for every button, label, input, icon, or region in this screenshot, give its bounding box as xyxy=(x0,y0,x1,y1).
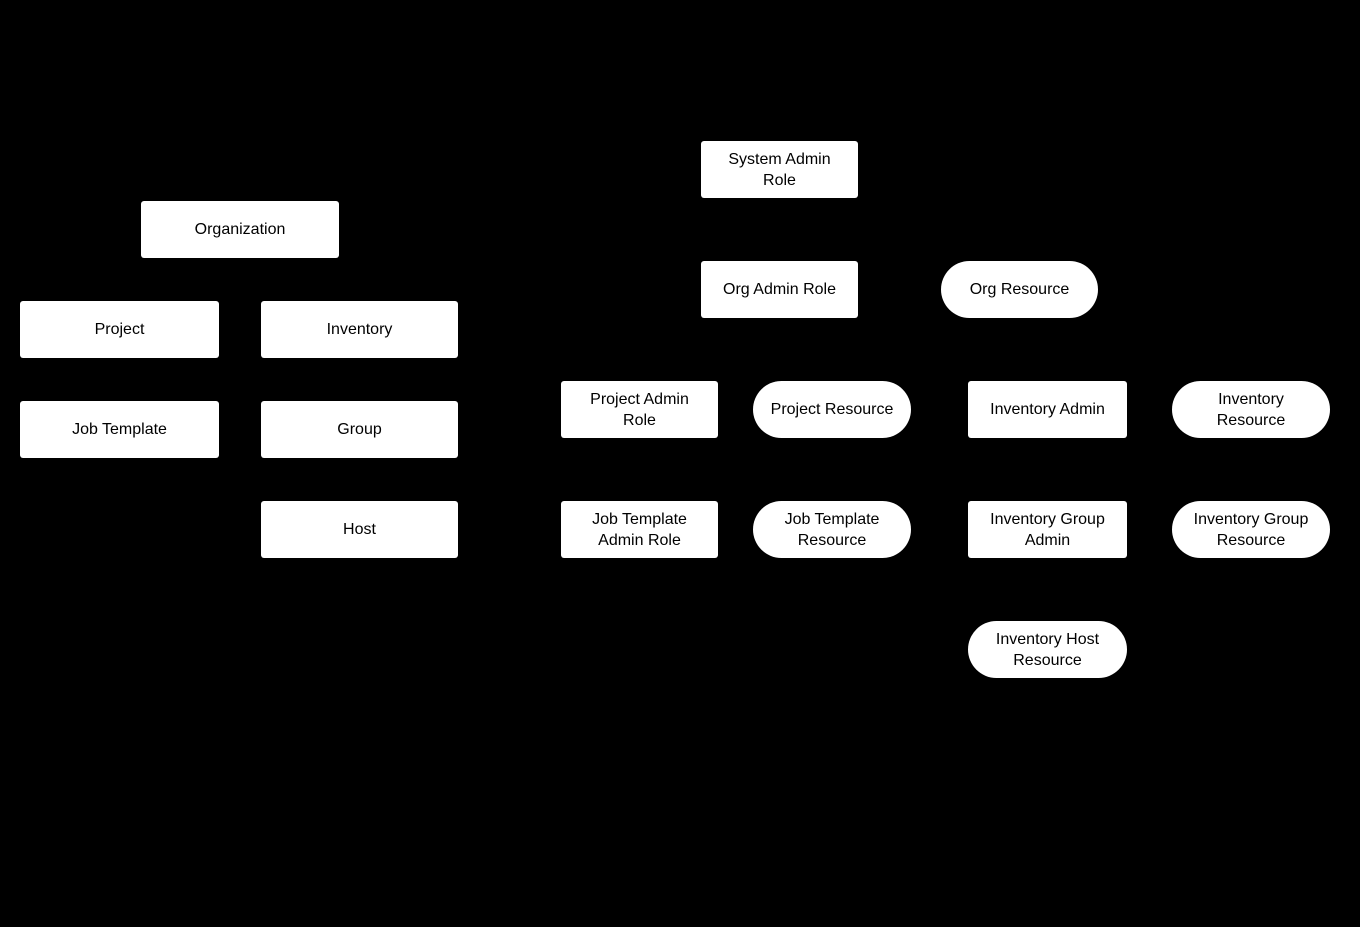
node-group: Group xyxy=(261,401,458,458)
node-job-template: Job Template xyxy=(20,401,219,458)
node-inventory-group-resource: Inventory Group Resource xyxy=(1172,501,1330,558)
node-inventory-resource: Inventory Resource xyxy=(1172,381,1330,438)
node-host: Host xyxy=(261,501,458,558)
node-project-resource: Project Resource xyxy=(753,381,911,438)
node-job-template-admin-role: Job Template Admin Role xyxy=(561,501,718,558)
node-organization: Organization xyxy=(141,201,339,258)
node-inventory-group-admin: Inventory Group Admin xyxy=(968,501,1127,558)
node-org-resource: Org Resource xyxy=(941,261,1098,318)
node-inventory: Inventory xyxy=(261,301,458,358)
node-project: Project xyxy=(20,301,219,358)
node-job-template-resource: Job Template Resource xyxy=(753,501,911,558)
node-inventory-admin: Inventory Admin xyxy=(968,381,1127,438)
node-project-admin-role: Project Admin Role xyxy=(561,381,718,438)
node-org-admin-role: Org Admin Role xyxy=(701,261,858,318)
node-system-admin-role: System Admin Role xyxy=(701,141,858,198)
node-inventory-host-resource: Inventory Host Resource xyxy=(968,621,1127,678)
